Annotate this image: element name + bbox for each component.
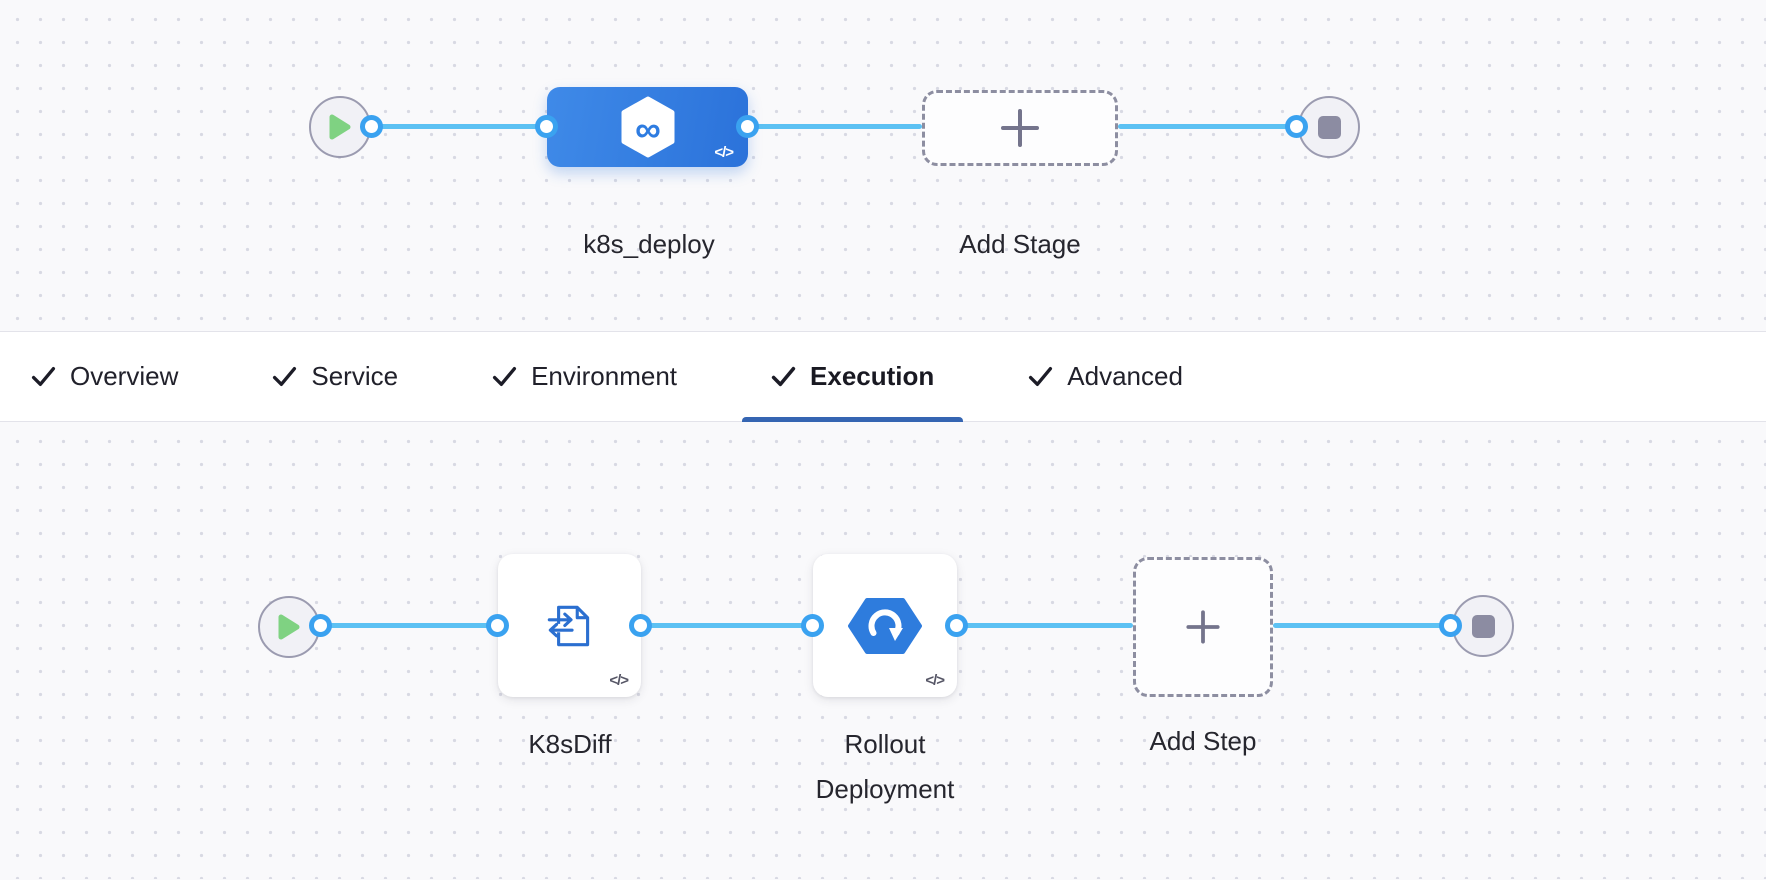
- add-stage-button[interactable]: [922, 90, 1118, 166]
- tab-overview[interactable]: Overview: [2, 332, 207, 421]
- step-link: [1273, 623, 1451, 628]
- port-start-out: [309, 614, 332, 637]
- step-link: [641, 623, 813, 628]
- port-step-out: [945, 614, 968, 637]
- harness-stage-icon: ∞: [621, 96, 674, 158]
- tab-label: Execution: [810, 361, 935, 391]
- port-end-in: [1439, 614, 1462, 637]
- tab-execution[interactable]: Execution: [742, 332, 964, 422]
- stage-node-k8s-deploy[interactable]: ∞ </>: [547, 87, 748, 167]
- check-icon: [31, 367, 56, 386]
- add-step-label: Add Step: [1149, 726, 1257, 756]
- step-link: [957, 623, 1133, 628]
- add-stage-label: Add Stage: [959, 229, 1081, 259]
- tab-label: Environment: [531, 361, 678, 391]
- step-name-label: Rollout Deployment: [815, 729, 955, 804]
- k8s-diff-icon: [547, 605, 589, 646]
- tab-environment[interactable]: Environment: [463, 332, 706, 421]
- stage-name-label: k8s_deploy: [583, 229, 715, 259]
- port-stage-out: [736, 115, 759, 138]
- step-link: [321, 623, 498, 628]
- plus-icon: [1186, 610, 1220, 644]
- plus-icon: [1001, 109, 1039, 147]
- pipeline-end-node: [1298, 96, 1360, 158]
- rollout-deployment-icon: [848, 597, 922, 654]
- stage-link: [748, 124, 922, 129]
- tab-label: Advanced: [1067, 361, 1183, 391]
- port-step-in: [486, 614, 509, 637]
- check-icon: [771, 366, 796, 387]
- code-icon[interactable]: </>: [714, 144, 734, 161]
- tab-label: Service: [311, 361, 399, 391]
- tab-label: Overview: [70, 361, 179, 391]
- step-node-k8sdiff[interactable]: </>: [498, 554, 641, 697]
- port-step-out: [629, 614, 652, 637]
- add-step-button[interactable]: [1133, 557, 1273, 697]
- stage-link: [1118, 124, 1297, 129]
- play-icon: [329, 114, 351, 140]
- step-name-label: K8sDiff: [528, 729, 612, 759]
- step-node-rollout-deployment[interactable]: </>: [813, 554, 957, 697]
- port-stage-in: [535, 115, 558, 138]
- code-icon[interactable]: </>: [925, 672, 945, 689]
- stop-icon: [1471, 614, 1495, 638]
- code-icon[interactable]: </>: [609, 672, 629, 689]
- check-icon: [493, 367, 517, 386]
- stage-link: [372, 124, 547, 129]
- play-icon: [278, 614, 300, 640]
- stage-graph-canvas[interactable]: ∞ </> k8s_deploy Add Stage: [0, 0, 1766, 332]
- execution-graph-canvas[interactable]: </> </> K8sDiff Rollout Deployment Add S…: [0, 422, 1766, 879]
- check-icon: [1029, 367, 1053, 386]
- stage-config-tabs: Overview Service Environment Execution A…: [0, 332, 1766, 422]
- tab-advanced[interactable]: Advanced: [999, 332, 1212, 421]
- tab-service[interactable]: Service: [243, 332, 427, 421]
- svg-text:∞: ∞: [635, 109, 661, 150]
- port-end-in: [1285, 115, 1308, 138]
- check-icon: [273, 367, 297, 386]
- port-step-in: [801, 614, 824, 637]
- port-start-out: [360, 115, 383, 138]
- stop-icon: [1317, 115, 1341, 139]
